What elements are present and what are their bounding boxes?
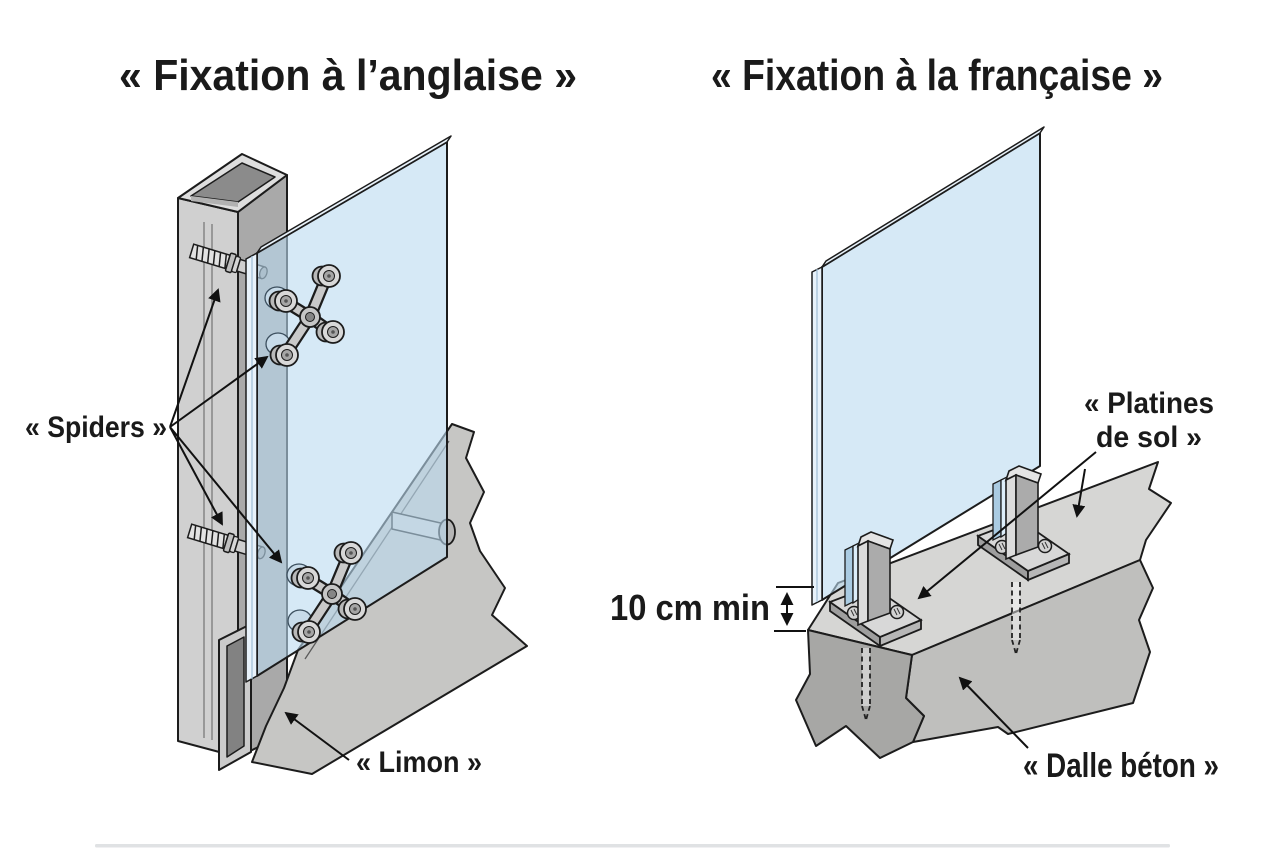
limon-annotation: « Limon » bbox=[284, 711, 482, 779]
post-inner-wall bbox=[191, 196, 238, 207]
glass-panel-left bbox=[245, 135, 452, 683]
spiders-arrows bbox=[169, 288, 283, 564]
spiders-annotation: « Spiders » bbox=[25, 288, 283, 564]
dimension-label: 10 cm min bbox=[610, 587, 770, 628]
cropped-text-remnant bbox=[95, 844, 1170, 848]
left-diagram: « Fixation à l’anglaise » bbox=[25, 51, 577, 779]
glass-panel-right bbox=[811, 126, 1045, 606]
slab-broken-end bbox=[795, 629, 925, 759]
limon-label: « Limon » bbox=[356, 746, 482, 779]
dalle-annotation: « Dalle béton » bbox=[958, 676, 1219, 785]
platines-annotation: « Platines de sol » bbox=[917, 387, 1214, 600]
limon-arrow bbox=[284, 711, 350, 761]
right-diagram: « Fixation à la française » 10 cm min bbox=[610, 51, 1219, 785]
dalle-label: « Dalle béton » bbox=[1023, 747, 1219, 785]
left-title: « Fixation à l’anglaise » bbox=[119, 51, 577, 100]
platines-label-line2: de sol » bbox=[1096, 421, 1202, 454]
platines-arrows bbox=[917, 451, 1097, 600]
right-title: « Fixation à la française » bbox=[711, 51, 1163, 100]
dalle-arrow bbox=[958, 676, 1029, 749]
platines-label-line1: « Platines bbox=[1084, 387, 1214, 420]
glass-top-edge bbox=[256, 135, 452, 254]
dimension-annotation: 10 cm min bbox=[610, 586, 814, 632]
glass-top-edge bbox=[821, 126, 1045, 268]
limon-edge-profile bbox=[218, 623, 252, 771]
spiders-label: « Spiders » bbox=[25, 411, 167, 444]
